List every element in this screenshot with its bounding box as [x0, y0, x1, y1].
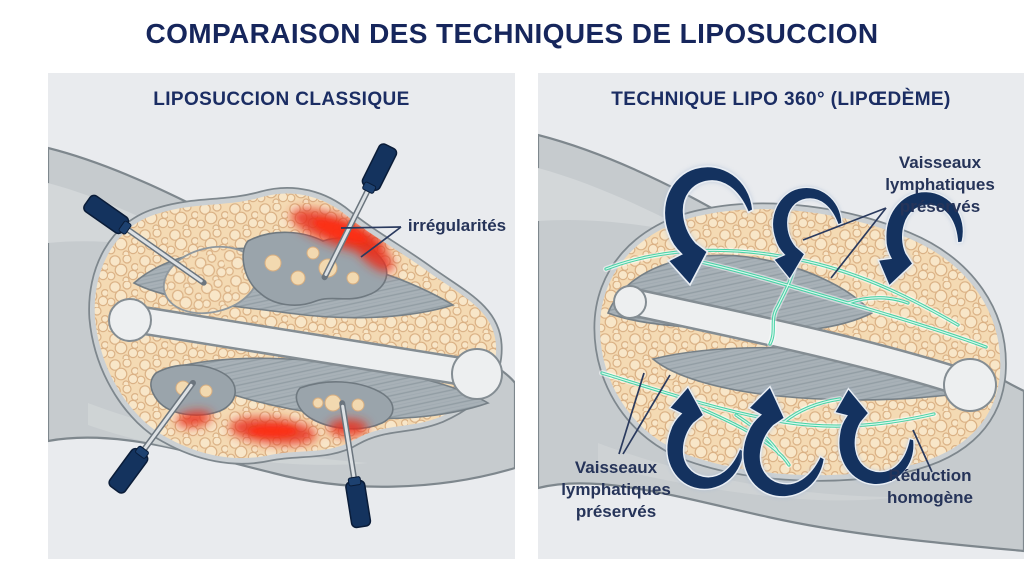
irregularities-label: irrégularités — [407, 215, 507, 235]
tissue-cross-section — [600, 209, 1000, 475]
panel-lipo-360: TECHNIQUE LIPO 360° (LIPŒDÈME) — [538, 73, 1024, 559]
homogeneous-reduction-label: Réduction homogène — [887, 465, 973, 507]
panel-classic-header: LIPOSUCCION CLASSIQUE — [153, 89, 410, 110]
page-title: COMPARAISON DES TECHNIQUES DE LIPOSUCCIO… — [145, 18, 879, 49]
bone — [613, 285, 997, 412]
cannula-top-right-icon — [321, 143, 398, 281]
panel-lipo360-header: TECHNIQUE LIPO 360° (LIPŒDÈME) — [611, 89, 951, 110]
annotation-pointer-lines — [618, 207, 933, 473]
cannula-top-left-icon — [83, 194, 207, 286]
irregularity-red-patches — [176, 208, 394, 445]
classic-liposuction-illustration — [48, 143, 515, 529]
lipo-360-illustration — [538, 133, 1024, 553]
bone — [108, 298, 503, 400]
irregularities-pointer-lines — [340, 226, 402, 258]
lymph-preserved-top-label: Vaisseaux lymphatiques préservés — [885, 152, 995, 217]
cannula-bottom-right-icon — [339, 400, 372, 529]
cannula-bottom-left-icon — [108, 379, 196, 494]
lymph-preserved-bottom-label: Vaisseaux lymphatiques préservés — [561, 457, 671, 522]
panel-classic-liposuction: LIPOSUCCION CLASSIQUE — [48, 73, 515, 559]
tissue-cross-section — [95, 193, 503, 458]
